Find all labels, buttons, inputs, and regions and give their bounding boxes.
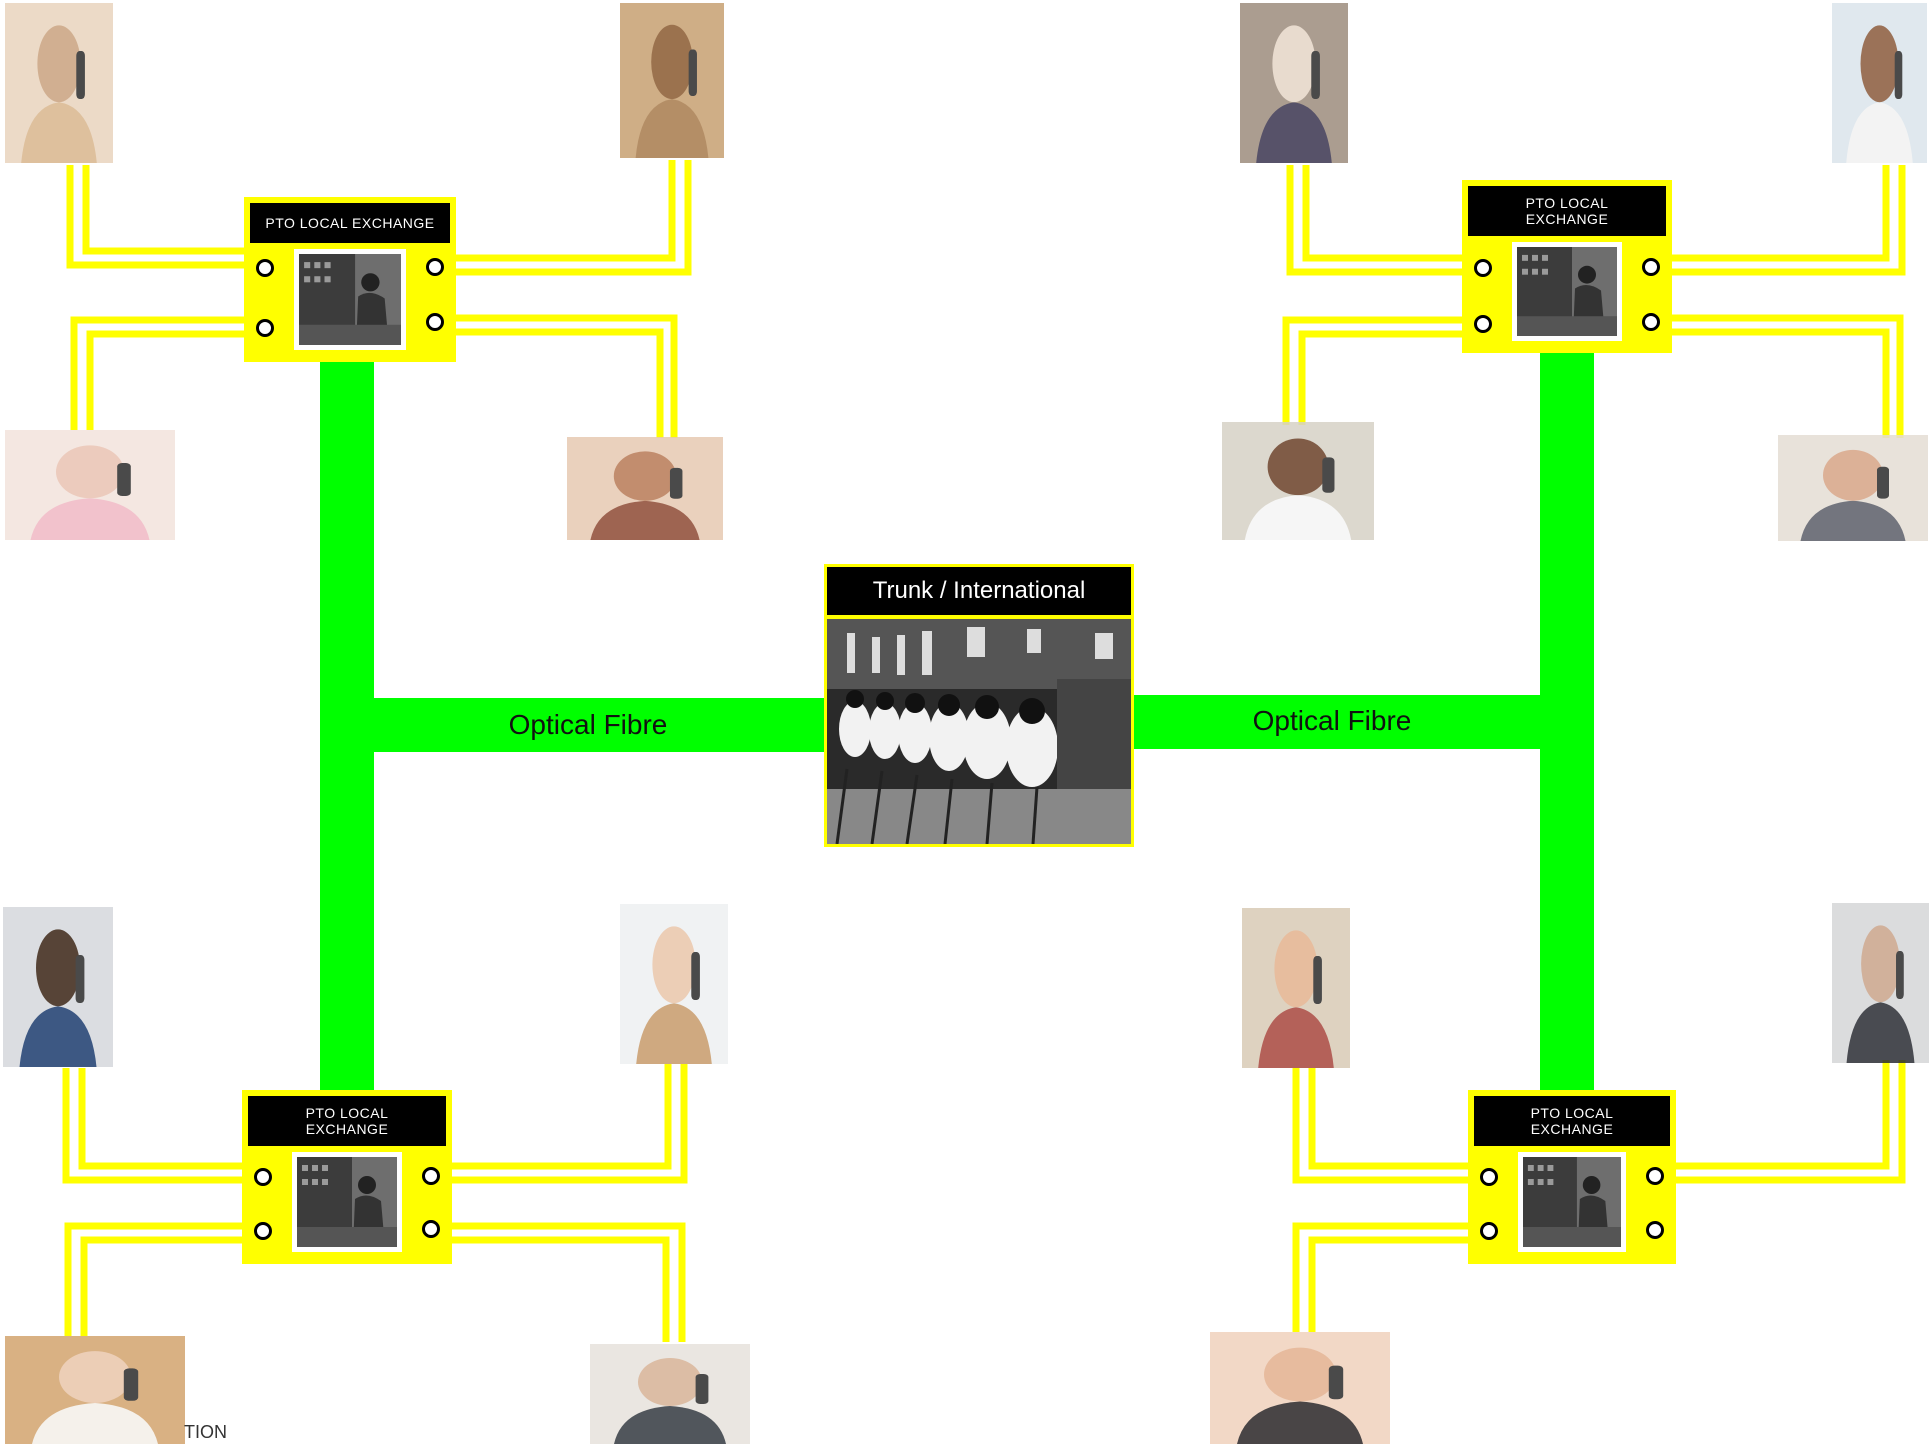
loop-br-2b <box>1674 1060 1886 1166</box>
fibre-left-vertical <box>320 355 374 1095</box>
loop-tl-4a <box>454 318 674 438</box>
loop-tl-1b <box>86 165 246 251</box>
exchange-top-left: PTO LOCAL EXCHANGE <box>244 197 456 362</box>
person-on-phone-photo <box>1240 3 1348 163</box>
exchange-bottom-left: PTO LOCAL EXCHANGE <box>242 1090 452 1264</box>
person-on-phone-photo <box>1778 435 1928 541</box>
port-connector <box>256 319 274 337</box>
loop-bl-1b <box>82 1068 244 1166</box>
switchboard-operators-photo <box>827 619 1131 844</box>
port-connector <box>426 258 444 276</box>
exchange-operator-photo <box>294 249 406 350</box>
exchange-operator-photo <box>292 1152 402 1252</box>
cropped-caption-text: TION <box>184 1422 227 1443</box>
port-connector <box>1480 1168 1498 1186</box>
exchange-top-right: PTO LOCAL EXCHANGE <box>1462 180 1672 353</box>
loop-bl-4b <box>450 1240 666 1342</box>
loop-tr-1b <box>1306 165 1462 258</box>
port-connector <box>1474 259 1492 277</box>
port-connector <box>1480 1222 1498 1240</box>
optical-fibre-label-right: Optical Fibre <box>1253 705 1412 737</box>
loop-bl-3b <box>84 1240 244 1336</box>
port-connector <box>1646 1221 1664 1239</box>
port-connector <box>1474 315 1492 333</box>
optical-fibre-label-left: Optical Fibre <box>509 709 668 741</box>
person-on-phone-photo <box>1242 908 1350 1068</box>
exchange-operator-photo <box>1512 242 1622 341</box>
person-on-phone-photo <box>1222 422 1374 540</box>
exchange-title: PTO LOCAL EXCHANGE <box>1474 1096 1670 1146</box>
person-on-phone-photo <box>567 437 723 540</box>
fibre-right-vertical <box>1540 348 1594 1093</box>
port-connector <box>256 259 274 277</box>
trunk-international-exchange: Trunk / International <box>824 564 1134 847</box>
port-connector <box>422 1220 440 1238</box>
trunk-title: Trunk / International <box>827 567 1131 615</box>
port-connector <box>1646 1167 1664 1185</box>
person-on-phone-photo <box>1210 1332 1390 1444</box>
loop-tl-3b <box>90 334 246 430</box>
person-on-phone-photo <box>5 3 113 163</box>
loop-br-2a <box>1674 1060 1902 1180</box>
person-on-phone-photo <box>590 1344 750 1444</box>
exchange-bottom-right: PTO LOCAL EXCHANGE <box>1468 1090 1676 1264</box>
person-on-phone-photo <box>3 907 113 1067</box>
port-connector <box>422 1167 440 1185</box>
person-on-phone-photo <box>620 3 724 158</box>
loop-tr-3b <box>1302 334 1462 425</box>
port-connector <box>426 313 444 331</box>
port-connector <box>1642 313 1660 331</box>
exchange-title: PTO LOCAL EXCHANGE <box>250 203 450 243</box>
loop-tr-4b <box>1670 332 1886 438</box>
exchange-title: PTO LOCAL EXCHANGE <box>1468 186 1666 236</box>
port-connector <box>1642 258 1660 276</box>
person-on-phone-photo <box>1832 903 1929 1063</box>
loop-tl-2b <box>454 160 672 258</box>
loop-bl-2b <box>450 1064 668 1166</box>
exchange-operator-photo <box>1518 1152 1626 1252</box>
loop-tr-2b <box>1670 165 1886 258</box>
person-on-phone-photo <box>5 1336 185 1444</box>
loop-br-1b <box>1312 1068 1470 1166</box>
loop-tl-4b <box>454 332 660 438</box>
person-on-phone-photo <box>1832 3 1927 163</box>
port-connector <box>254 1222 272 1240</box>
loop-br-3b <box>1312 1240 1470 1332</box>
loop-tr-4a <box>1670 318 1900 438</box>
person-on-phone-photo <box>620 904 728 1064</box>
person-on-phone-photo <box>5 430 175 540</box>
exchange-title: PTO LOCAL EXCHANGE <box>248 1096 446 1146</box>
port-connector <box>254 1168 272 1186</box>
